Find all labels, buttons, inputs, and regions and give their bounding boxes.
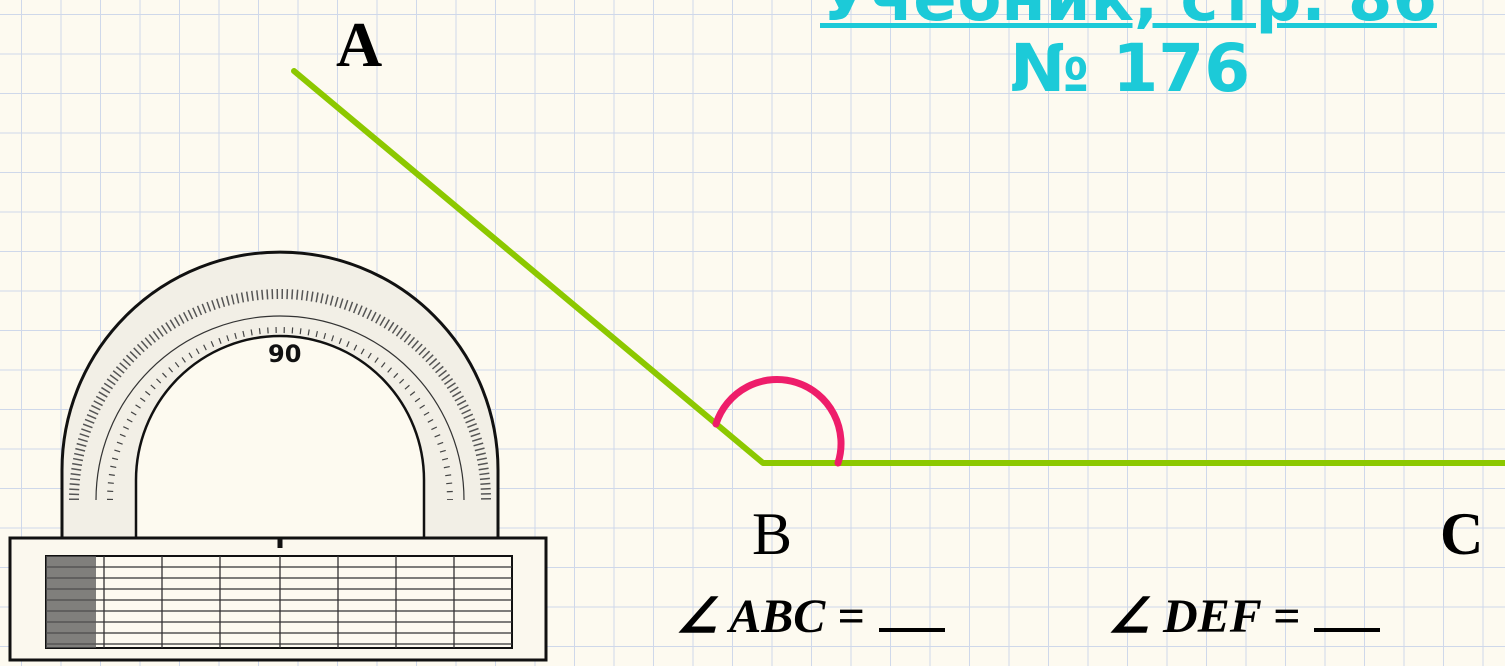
angle-def-answer-blank[interactable] (1314, 592, 1381, 632)
angle-abc-label: ∠ ABC = (676, 590, 865, 643)
textbook-reference-title: Учебник, стр. 86 (820, 0, 1437, 36)
protractor-illustration (8, 250, 548, 662)
point-label-c: C (1440, 501, 1484, 567)
angle-abc-answer-blank[interactable] (878, 592, 945, 632)
protractor-label-90: 90 (268, 340, 301, 368)
point-label-b: B (752, 501, 793, 567)
angle-arc (712, 376, 845, 467)
angle-def-equation: ∠ DEF = (1108, 588, 1381, 644)
angle-def-label: ∠ DEF = (1108, 590, 1301, 643)
angle-abc-equation: ∠ ABC = (676, 588, 945, 644)
point-label-a: A (336, 9, 383, 80)
ray-ba (291, 68, 766, 466)
exercise-number: № 176 (1010, 30, 1251, 107)
